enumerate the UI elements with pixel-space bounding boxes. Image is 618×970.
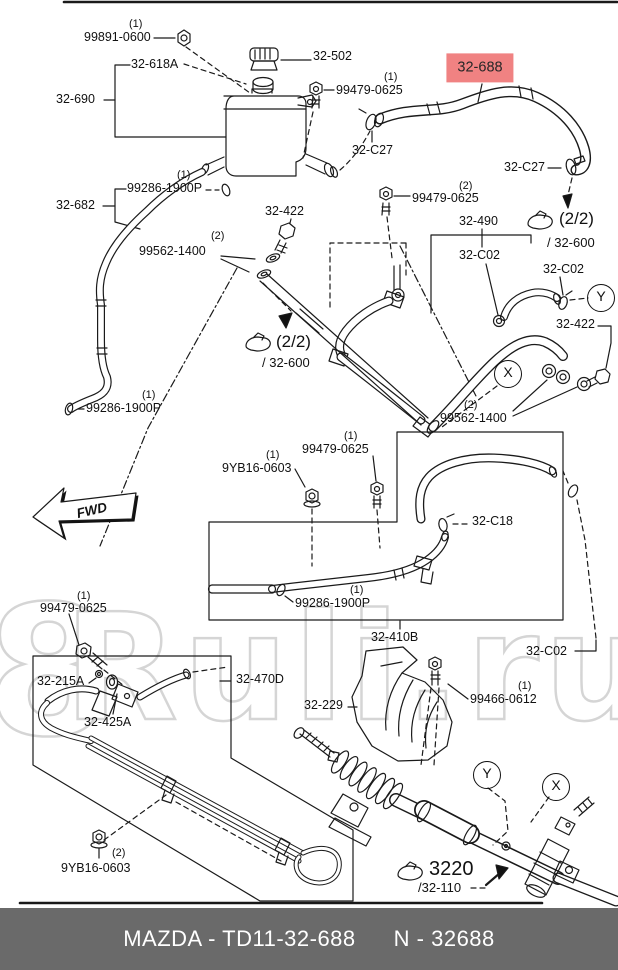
- page-border-lines: [18, 0, 618, 905]
- arrowhead-icon: [278, 312, 293, 329]
- center-pipe-assembly-drawing: [99, 186, 612, 652]
- washer-icon: [94, 669, 104, 679]
- steering-rack-drawing: [293, 727, 618, 907]
- grommet-icon: [105, 674, 119, 690]
- bolt-icon: [594, 368, 611, 385]
- footer-part-code: MAZDA - TD11-32-688: [123, 926, 356, 951]
- reservoir-cap-icon: [249, 47, 279, 62]
- washer-icon: [265, 253, 281, 263]
- watermark-symbol: 8: [0, 567, 113, 779]
- washer-icon: [541, 363, 557, 379]
- clamp-icon: [365, 113, 377, 131]
- footer-part-number: N - 32688: [393, 926, 495, 951]
- fwd-arrow: FWD: [32, 487, 139, 541]
- bolt-icon: [379, 186, 393, 201]
- clamp-icon: [64, 402, 74, 416]
- hose-32-688-drawing: [358, 83, 592, 209]
- bolt-icon: [278, 222, 296, 240]
- heat-shield-drawing: [347, 646, 453, 762]
- clamp-icon: [438, 517, 448, 533]
- clamp-icon: [567, 484, 579, 498]
- arrowhead-icon: [495, 864, 509, 880]
- lower-box-hoses-drawing: [207, 431, 564, 630]
- bolt-icon: [428, 656, 442, 671]
- bolt-99466-drawing: [420, 656, 469, 766]
- washer-icon: [555, 369, 571, 385]
- washer-icon: [256, 269, 272, 279]
- nut-icon: [180, 34, 188, 42]
- bolt-icon: [309, 81, 323, 96]
- clamp-icon: [558, 296, 568, 310]
- clip-icon: [245, 332, 271, 352]
- footer-bar: MAZDA - TD11-32-688 N - 32688: [0, 908, 618, 970]
- bolt-icon: [75, 642, 92, 659]
- fwd-label: FWD: [75, 499, 109, 521]
- reservoir-drawing: [103, 29, 371, 197]
- bolt-icon: [370, 481, 384, 496]
- arrowhead-icon: [562, 193, 573, 209]
- clamp-icon: [565, 158, 577, 176]
- clip-icon: [397, 861, 423, 881]
- nut-icon: [305, 488, 319, 504]
- cooler-pipes-box-drawing: [32, 613, 354, 902]
- clip-icon: [527, 210, 553, 230]
- nut-icon: [92, 829, 106, 845]
- clamp-icon: [221, 183, 231, 197]
- washer-icon: [576, 376, 592, 392]
- clamp-icon: [492, 314, 506, 328]
- hose-32-682-drawing: [64, 168, 206, 416]
- watermark-text: Ruli.ru: [63, 581, 618, 756]
- clamp-icon: [276, 583, 286, 597]
